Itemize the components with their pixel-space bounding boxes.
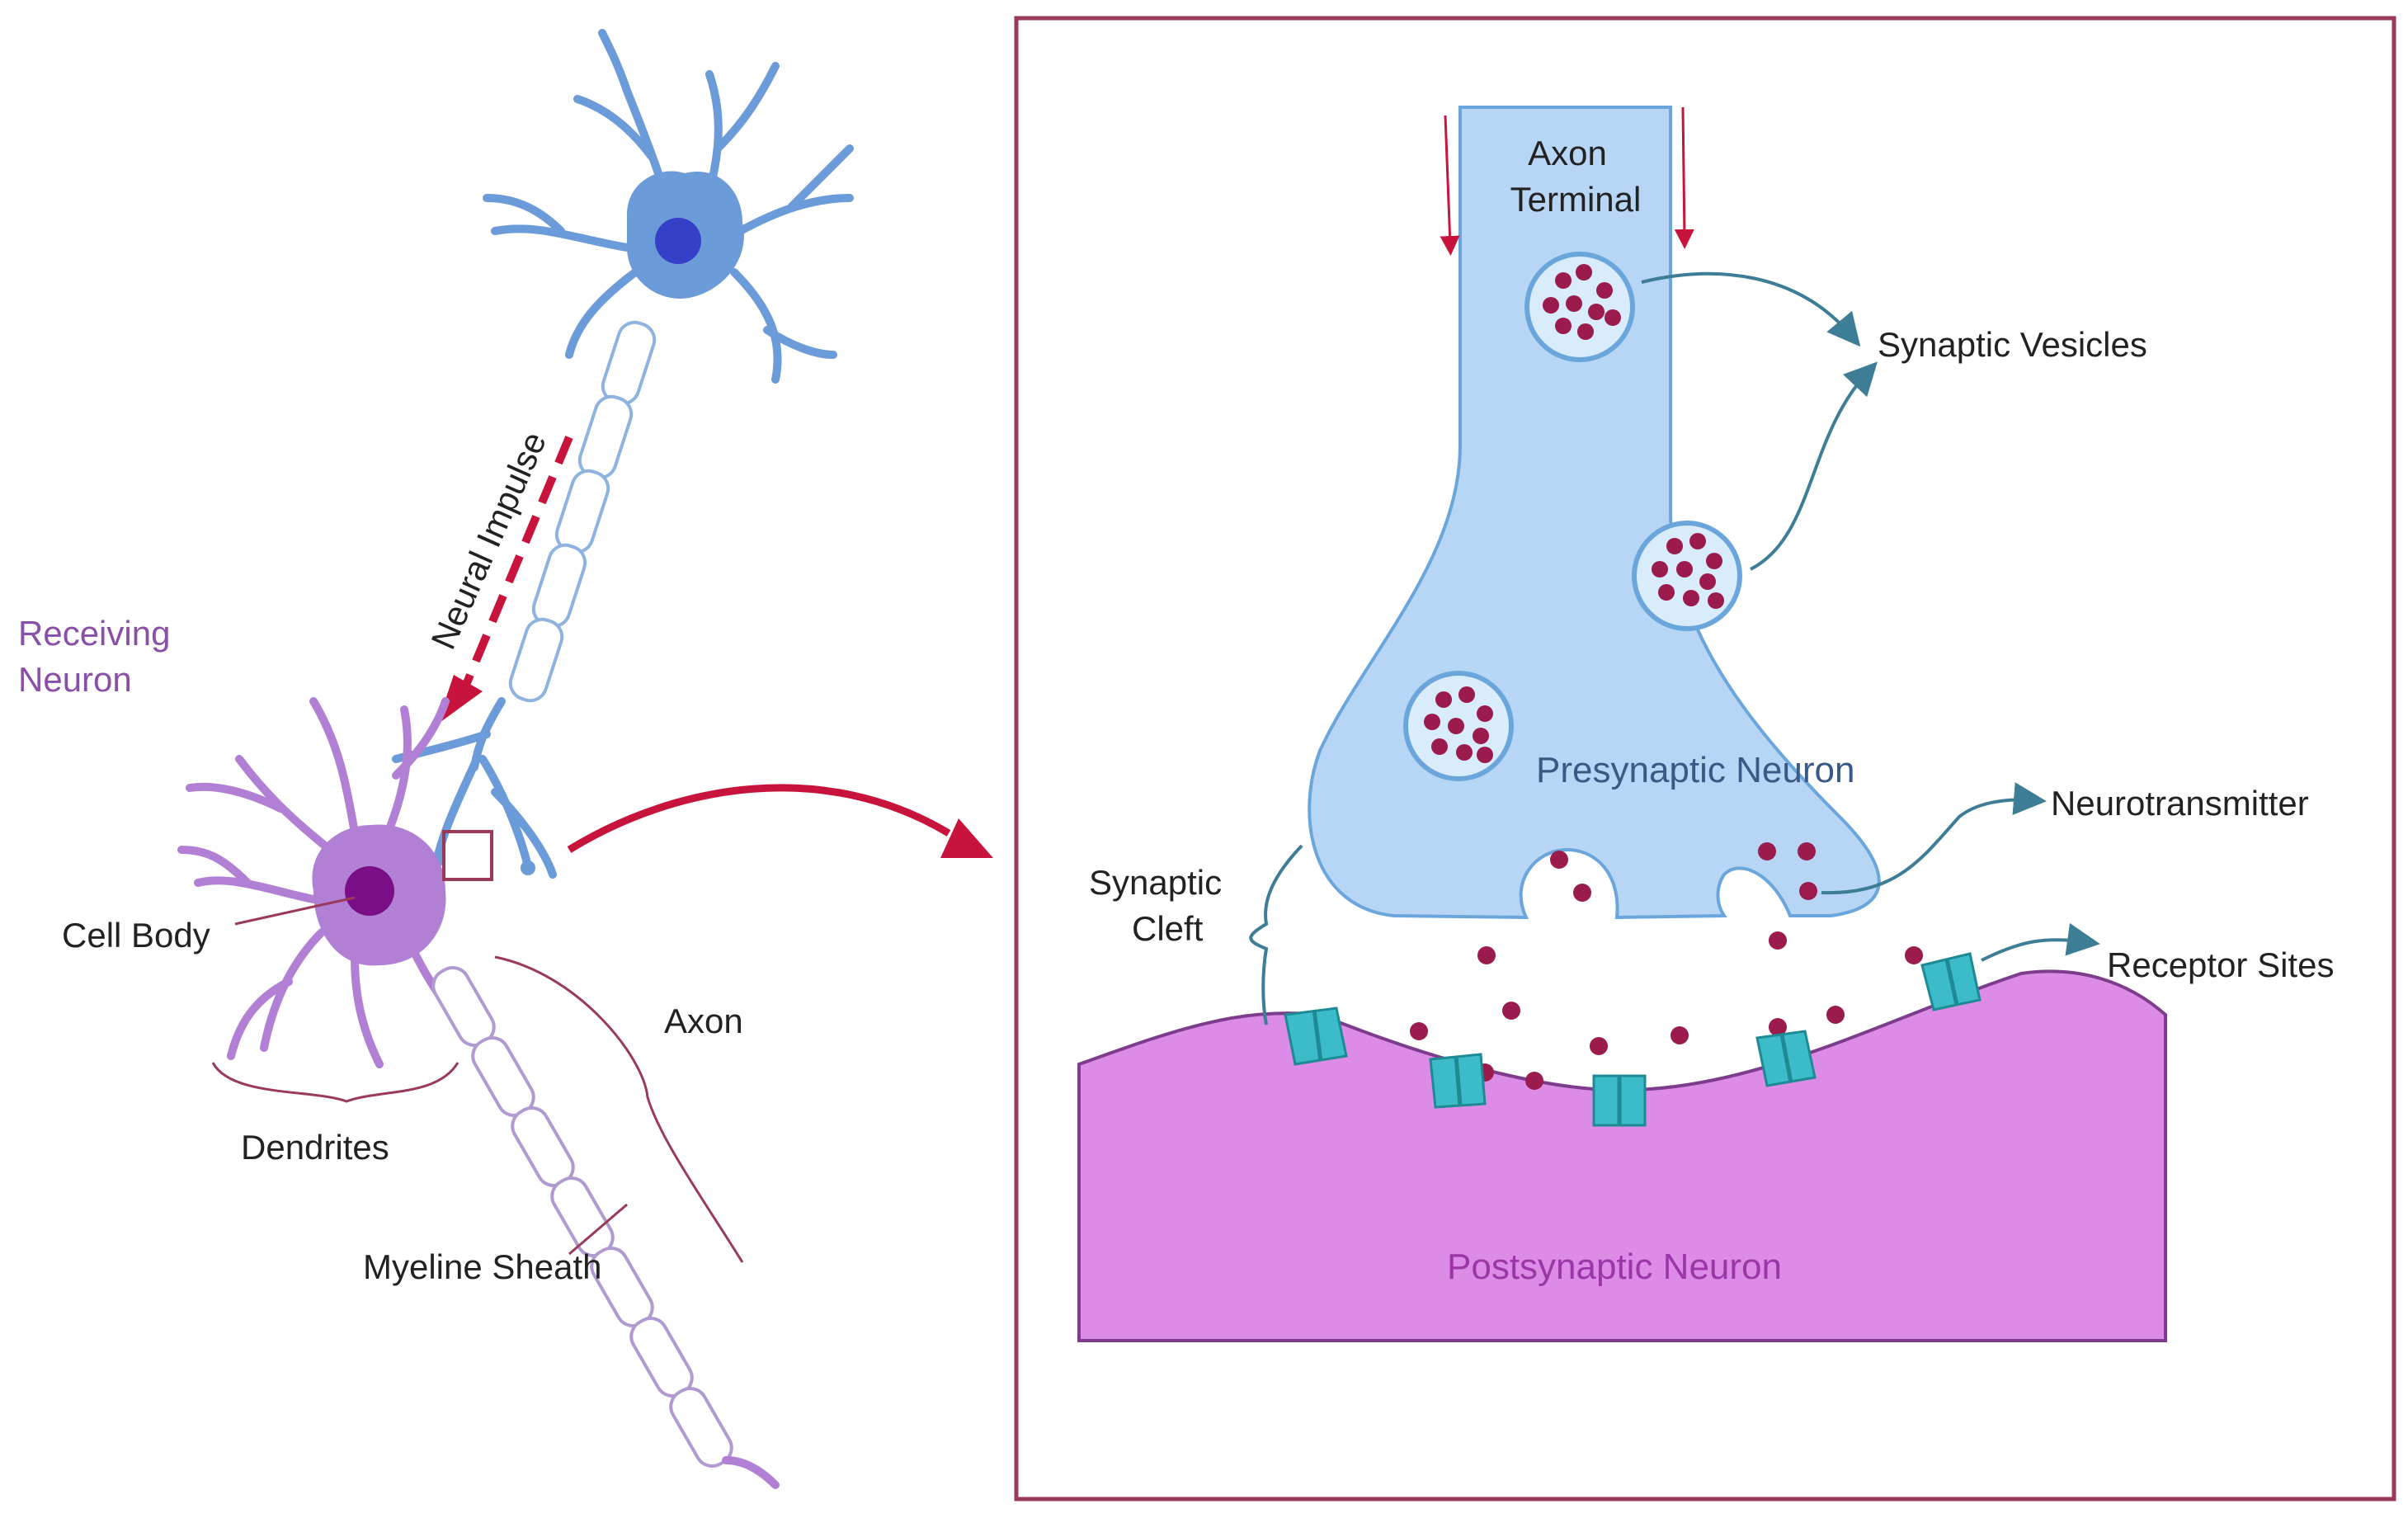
cell-body-nucleus — [345, 866, 394, 916]
synaptic-cleft-label: Synaptic — [1089, 863, 1222, 902]
cell-body-leader — [234, 896, 356, 926]
cell-body-label: Cell Body — [62, 916, 210, 955]
neural-impulse-arrow — [437, 436, 573, 724]
synaptic-cleft-brace — [1249, 844, 1303, 1025]
axon-terminal-label: Axon — [1528, 134, 1607, 172]
synaptic-vesicle — [1524, 252, 1635, 362]
myeline-sheath-leader — [568, 1203, 628, 1256]
terminal-arrow-left — [1440, 115, 1460, 256]
receptor-site — [1429, 1053, 1487, 1109]
vesicle-callout-arrow — [1750, 361, 1878, 571]
dendrites-brace — [211, 1062, 459, 1103]
neurotransmitter-label: Neurotransmitter — [2051, 784, 2309, 823]
receptor-site — [1592, 1074, 1647, 1127]
sending-neuron — [392, 29, 854, 879]
axon-terminal-label-line2: Terminal — [1510, 180, 1642, 219]
receptor-site — [1920, 952, 1982, 1011]
vesicle-callout-arrow — [1641, 271, 1861, 347]
axon-brace — [494, 955, 744, 1263]
receptor-site — [1755, 1030, 1817, 1087]
postsynaptic-neuron-label: Postsynaptic Neuron — [1447, 1247, 1782, 1287]
postsynaptic-neuron — [1077, 969, 2167, 1342]
receiving-neuron-label: Receiving — [18, 614, 170, 653]
sending-neuron-nucleus — [655, 218, 701, 264]
dendrites-label: Dendrites — [241, 1128, 389, 1167]
receiving-neuron-label-line2: Neuron — [18, 660, 132, 699]
presynaptic-neuron-label: Presynaptic Neuron — [1536, 750, 1854, 790]
receiving-axon — [431, 966, 780, 1489]
axon-label: Axon — [664, 1002, 743, 1040]
synaptic-cleft-label-line2: Cleft — [1132, 909, 1204, 948]
zoom-box — [442, 830, 493, 881]
synaptic-vesicle — [1632, 521, 1742, 631]
receptor-site — [1284, 1006, 1348, 1066]
receptor-sites-label: Receptor Sites — [2107, 945, 2334, 984]
zoom-arrow — [567, 784, 993, 858]
receptor-callout-arrow — [1981, 922, 2100, 962]
neurotransmitter-callout-arrow — [1821, 782, 2047, 895]
neurotransmitter-molecules — [1410, 842, 1923, 1090]
myeline-sheath-label: Myeline Sheath — [363, 1247, 602, 1286]
synaptic-vesicles-label: Synaptic Vesicles — [1878, 325, 2147, 364]
synaptic-vesicle — [1403, 671, 1514, 781]
terminal-arrow-right — [1674, 106, 1694, 249]
